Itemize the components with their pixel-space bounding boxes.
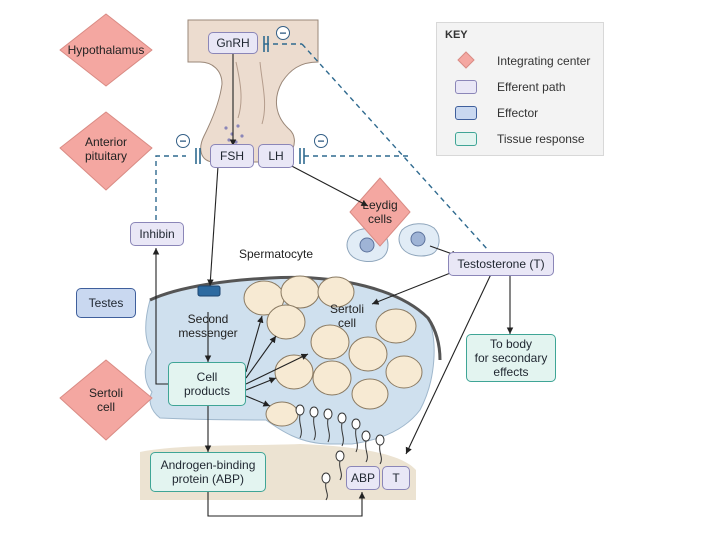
key-legend: KEY Integrating center Efferent path Eff…: [436, 22, 604, 156]
feedback-lines: [155, 43, 489, 251]
effector-swatch: [455, 106, 477, 120]
key-label: Tissue response: [497, 132, 585, 146]
spermatocyte-label: Spermatocyte: [238, 247, 314, 261]
anterior-pituitary-label: Anterior pituitary: [84, 135, 128, 163]
inhibin-box: Inhibin: [130, 222, 184, 246]
pituitary-stalk-vessel: [235, 61, 266, 125]
to-body-box: To body for secondary effects: [466, 334, 556, 382]
fsh-box: FSH: [210, 144, 254, 168]
solid-arrows: [152, 52, 514, 517]
abp-box: ABP: [346, 466, 380, 490]
inhibition-fsh-icon: −: [176, 134, 190, 148]
spermatozoa: [295, 404, 385, 484]
sertoli-cell-label: Sertoli cell: [329, 302, 364, 330]
testosterone-box: Testosterone (T): [448, 252, 554, 276]
fsh-receptor: [197, 285, 221, 297]
key-item-tissue: Tissue response: [437, 129, 605, 149]
key-label: Integrating center: [497, 54, 591, 68]
gnrh-box: GnRH: [208, 32, 258, 54]
cell-products-box: Cell products: [168, 362, 246, 406]
lh-box: LH: [258, 144, 294, 168]
leydig-label: Leydig cells: [362, 198, 398, 226]
inhibition-lh-icon: −: [314, 134, 328, 148]
integrating-center-swatch: [457, 51, 475, 69]
key-item-efferent: Efferent path: [437, 77, 605, 97]
androgen-binding-protein-box: Androgen-binding protein (ABP): [150, 452, 266, 492]
spermatocytes: [243, 275, 423, 427]
key-item-integrating: Integrating center: [437, 51, 605, 71]
feedback-stops: [195, 36, 305, 164]
key-label: Effector: [497, 106, 539, 120]
anterior-pituitary-diamond: [59, 111, 153, 191]
second-messenger-label: Second messenger: [178, 312, 238, 340]
inhibition-gnrh-icon: −: [276, 26, 290, 40]
sertoli-diamond: [59, 359, 153, 441]
key-label: Efferent path: [497, 80, 566, 94]
leydig-diamond: [349, 177, 411, 247]
sertoli-diamond-label: Sertoli cell: [88, 386, 123, 414]
hypothalamus-diamond: [59, 13, 153, 87]
key-title: KEY: [445, 29, 468, 41]
leydig-cell-2: [398, 223, 440, 257]
tissue-swatch: [455, 132, 477, 146]
testes-box: Testes: [76, 288, 136, 318]
key-item-effector: Effector: [437, 103, 605, 123]
t-box: T: [382, 466, 410, 490]
efferent-swatch: [455, 80, 477, 94]
hypothalamus-label: Hypothalamus: [67, 43, 145, 57]
sperm-tails: [299, 414, 382, 501]
